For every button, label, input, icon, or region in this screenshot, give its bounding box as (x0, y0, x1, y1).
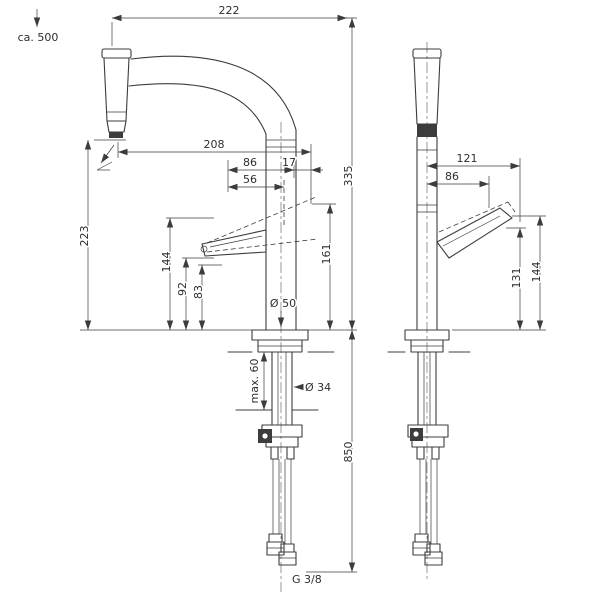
front-view-outline (387, 42, 516, 580)
dim-shank-diameter: Ø 34 (294, 380, 333, 396)
countertop (227, 351, 335, 411)
fastening-set-front (407, 424, 449, 460)
dim-label-144: 144 (160, 252, 173, 273)
spray-head-front (412, 48, 442, 137)
dim-850: 850 (306, 330, 357, 573)
dim-223: 223 (77, 139, 252, 331)
dim-17: 17 (281, 155, 323, 174)
front-view-dimensions: 121 86 131 144 (427, 151, 546, 331)
dim-161: 161 (312, 203, 336, 330)
dim-label-161: 161 (320, 244, 333, 265)
handle-swing-line (206, 238, 319, 253)
dim-base-diameter: Ø 50 (268, 296, 298, 327)
dim-92: 92 (175, 257, 214, 330)
handle-swing-line (206, 196, 317, 244)
handle-swing-line (438, 201, 509, 233)
dim-label-ca500: ca. 500 (18, 31, 59, 44)
dim-label-208: 208 (204, 138, 225, 151)
dim-label-83: 83 (192, 285, 205, 299)
supply-hoses (272, 459, 292, 544)
mounting-shank (271, 351, 293, 426)
water-jet-arrow (96, 144, 115, 171)
dim-label-144-front: 144 (530, 262, 543, 283)
dim-hose-extension: ca. 500 (16, 9, 60, 46)
dim-label-222: 222 (219, 4, 240, 17)
dim-86-right: 86 (427, 169, 490, 208)
handle-swing-line (507, 201, 516, 213)
dim-222: 222 (111, 3, 357, 46)
mounting-shank-front (417, 351, 437, 426)
dim-56: 56 (228, 172, 285, 228)
hose-connectors (266, 533, 297, 566)
dim-121: 121 (427, 151, 521, 222)
dim-label-121: 121 (457, 152, 478, 165)
dim-label-17: 17 (282, 156, 296, 169)
spout (128, 55, 297, 331)
dim-label-131: 131 (510, 268, 523, 289)
dim-label-850: 850 (342, 442, 355, 463)
handle-lever-front (436, 201, 516, 259)
dim-label-dia34: Ø 34 (305, 381, 331, 394)
dim-label-223: 223 (78, 226, 91, 247)
dim-label-92: 92 (176, 282, 189, 296)
dim-label-86-front: 86 (445, 170, 459, 183)
dim-label-335: 335 (342, 166, 355, 187)
side-view-dimensions: ca. 500 222 335 850 223 (16, 3, 357, 588)
dim-144-left: 144 (159, 217, 214, 330)
dim-label-g38: G 3/8 (292, 573, 322, 586)
dim-label-86: 86 (243, 156, 257, 169)
base-escutcheon-front (387, 329, 471, 353)
spray-head (101, 48, 132, 138)
hose-connectors-front (412, 533, 443, 566)
fastening-set (258, 424, 303, 460)
dim-83: 83 (191, 264, 222, 330)
dim-label-dia50: Ø 50 (270, 297, 296, 310)
dim-label-max60: max. 60 (248, 359, 261, 404)
supply-hoses-front (419, 459, 438, 544)
dim-335: 335 (302, 18, 357, 331)
dim-label-56: 56 (243, 173, 257, 186)
base-escutcheon (251, 329, 309, 353)
handle-lever (200, 196, 319, 257)
dim-thread: G 3/8 (291, 572, 324, 588)
side-view-outline (96, 48, 335, 592)
dim-deck-thickness: max. 60 (247, 352, 268, 410)
dim-144-right: 144 (512, 215, 546, 330)
dim-208: 208 (117, 137, 312, 204)
dim-131: 131 (452, 227, 546, 331)
